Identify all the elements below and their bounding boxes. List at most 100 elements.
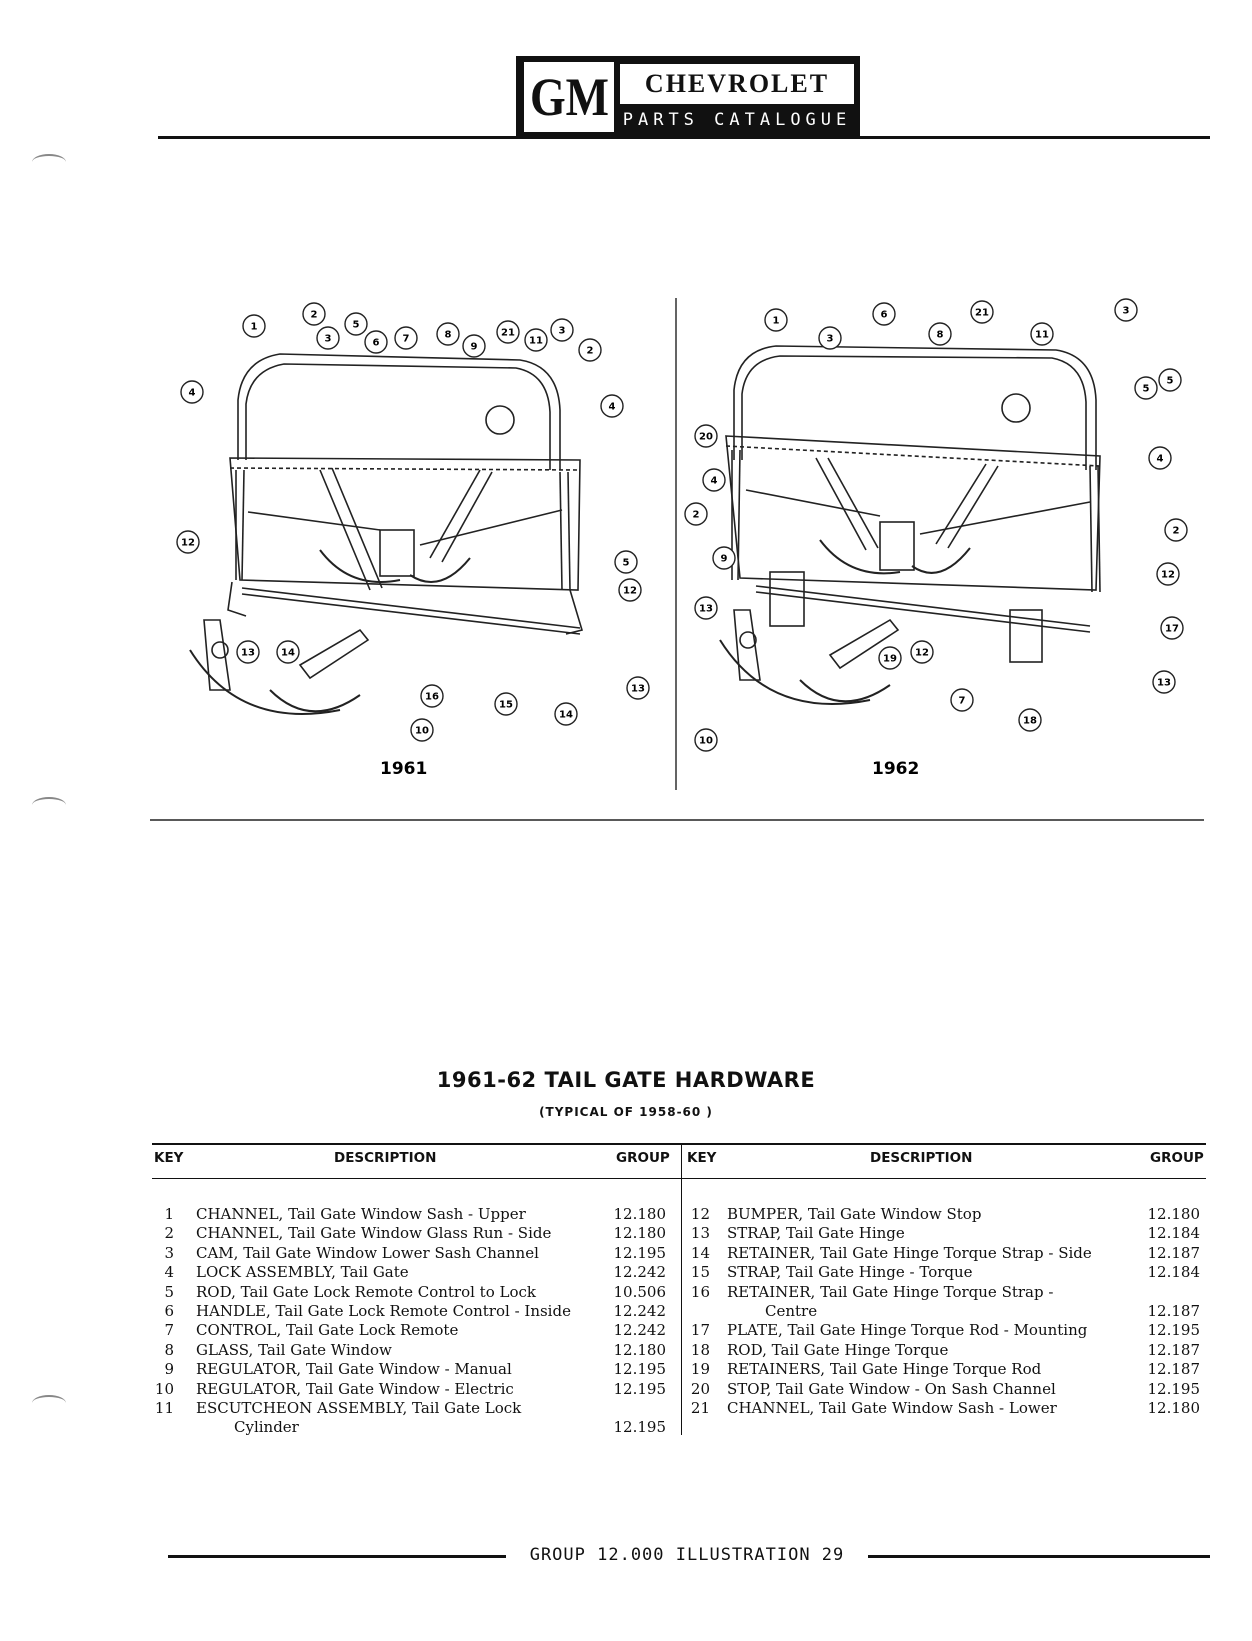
callout-2: 2 [1164,518,1188,542]
callout-9: 9 [712,546,736,570]
callout-20: 20 [694,424,718,448]
callout-21: 21 [496,320,520,344]
part-key: 6 [164,1302,174,1320]
svg-text:14: 14 [281,648,295,659]
part-description: ESCUTCHEON ASSEMBLY, Tail Gate Lock [196,1399,522,1417]
part-group: 12.180 [613,1224,667,1243]
svg-text:3: 3 [1123,306,1130,317]
table-row: 11 ESCUTCHEON ASSEMBLY, Tail Gate Lock [0,1399,680,1418]
callout-13: 13 [694,596,718,620]
part-description: ROD, Tail Gate Hinge Torque [727,1340,949,1359]
part-key: 13 [690,1224,710,1243]
part-key: 11 [154,1399,174,1417]
part-group: 12.180 [613,1205,667,1223]
svg-text:2: 2 [587,346,594,357]
part-description: CHANNEL, Tail Gate Window Sash - Upper [196,1205,526,1223]
svg-text:5: 5 [623,558,630,569]
part-description: HANDLE, Tail Gate Lock Remote Control - … [196,1302,571,1320]
part-group: 12.180 [1147,1205,1201,1223]
part-description: REGULATOR, Tail Gate Window - Electric [196,1379,514,1398]
callout-12: 12 [910,640,934,664]
callout-5: 5 [614,550,638,574]
svg-text:16: 16 [425,692,439,703]
callout-10: 10 [694,728,718,752]
part-key: 1 [164,1205,174,1223]
callout-4: 4 [600,394,624,418]
part-group: 12.187 [1147,1340,1201,1359]
part-description: Centre [765,1302,818,1320]
callout-3: 3 [1114,298,1138,322]
callout-2: 2 [302,302,326,326]
callout-3: 3 [550,318,574,342]
part-group: 12.195 [1147,1379,1201,1398]
part-key: 2 [164,1224,174,1243]
callout-2: 2 [684,502,708,526]
part-description: RETAINER, Tail Gate Hinge Torque Strap -… [727,1243,1092,1262]
part-key: 8 [164,1340,174,1359]
part-group: 12.242 [613,1302,667,1320]
part-group: 12.195 [613,1243,667,1262]
table-top-rule [152,1143,1206,1145]
table-column-divider [681,1143,682,1435]
svg-text:3: 3 [325,334,332,345]
part-group: 12.187 [1147,1243,1201,1262]
brand-box: CHEVROLET [620,64,854,104]
svg-text:13: 13 [631,684,645,695]
callout-5: 5 [344,312,368,336]
svg-text:5: 5 [1143,384,1150,395]
svg-text:3: 3 [827,334,834,345]
part-key: 5 [164,1282,174,1301]
svg-text:4: 4 [609,402,616,413]
svg-text:6: 6 [373,338,380,349]
part-description: RETAINERS, Tail Gate Hinge Torque Rod [727,1360,1042,1379]
callout-5: 5 [1158,368,1182,392]
callout-4: 4 [180,380,204,404]
part-description: CAM, Tail Gate Window Lower Sash Channel [196,1243,539,1262]
svg-text:7: 7 [959,696,966,707]
part-key: 20 [690,1379,710,1398]
callout-11: 11 [524,328,548,352]
part-key: 19 [690,1360,710,1379]
part-description: CHANNEL, Tail Gate Window Sash - Lower [727,1399,1057,1417]
part-description: CONTROL, Tail Gate Lock Remote [196,1321,459,1340]
header-description-left: DESCRIPTION [334,1150,437,1166]
svg-text:1: 1 [251,322,258,333]
callout-13: 13 [1152,670,1176,694]
svg-text:14: 14 [559,710,573,721]
part-key: 3 [164,1243,174,1262]
callout-9: 9 [462,334,486,358]
table-row: 3 CAM, Tail Gate Window Lower Sash Channe… [0,1244,680,1263]
table-row: 6 HANDLE, Tail Gate Lock Remote Control -… [0,1302,680,1321]
callout-14: 14 [276,640,300,664]
callout-21: 21 [970,300,994,324]
svg-text:11: 11 [1035,330,1049,341]
svg-text:4: 4 [1157,454,1164,465]
callout-19: 19 [878,646,902,670]
callout-12: 12 [176,530,200,554]
svg-text:4: 4 [189,388,196,399]
part-group: 12.184 [1147,1224,1201,1243]
brand-name: CHEVROLET [644,69,830,98]
table-left-column: 1 CHANNEL, Tail Gate Window Sash - Upper 1… [0,1205,680,1445]
part-group: 12.195 [613,1418,667,1437]
part-description: STRAP, Tail Gate Hinge - Torque [727,1263,973,1282]
svg-text:12: 12 [1161,570,1175,581]
svg-text:1: 1 [773,316,780,327]
svg-text:2: 2 [311,310,318,321]
svg-text:10: 10 [415,726,429,737]
callout-6: 6 [364,330,388,354]
part-key: 4 [164,1263,174,1282]
